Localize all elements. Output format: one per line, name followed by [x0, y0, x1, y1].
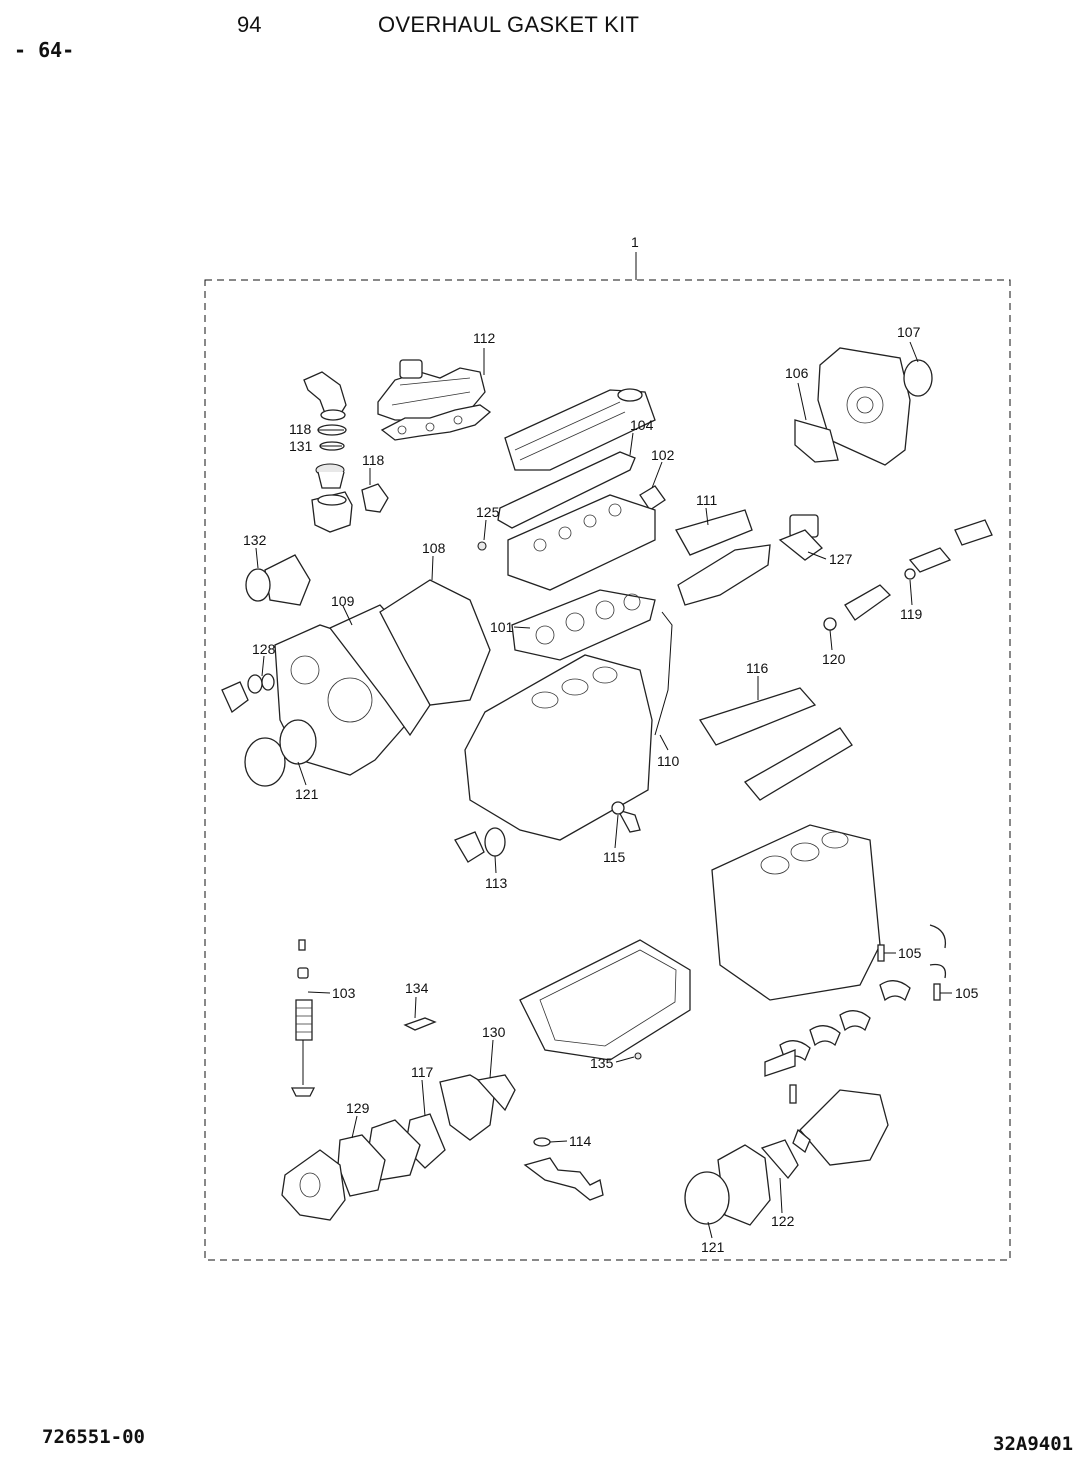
- front-oil-seal-132: [245, 554, 311, 606]
- timing-cover-plate: [684, 1139, 799, 1226]
- kit-boundary: [204, 279, 1011, 1261]
- callout-103: 103: [332, 985, 356, 1001]
- drain-plug-115: [616, 808, 641, 833]
- seal-107: [903, 359, 933, 397]
- callout-121-b: 121: [701, 1239, 725, 1255]
- water-pump-gaskets: [337, 1074, 516, 1197]
- callout-112: 112: [473, 330, 496, 346]
- bare-block: [711, 824, 881, 1001]
- fuel-injection-pump: [789, 1084, 889, 1166]
- callout-110: 110: [657, 753, 680, 769]
- callout-117: 117: [411, 1064, 434, 1080]
- callout-106: 106: [785, 365, 809, 381]
- oil-pan: [519, 939, 691, 1061]
- callouts: 112 107 106 104 118 131 118 102 125 111 …: [243, 324, 979, 1255]
- exhaust-gasket: [380, 404, 492, 441]
- head-gasket: [511, 589, 656, 661]
- document-code-right: 32A9401: [993, 1433, 1074, 1455]
- callout-105-b: 105: [955, 985, 979, 1001]
- side-cover-gaskets-116: [698, 687, 853, 801]
- oil-pressure-sender-113: [454, 827, 506, 863]
- intake-manifold: [675, 509, 819, 606]
- gasket-127: [778, 529, 823, 561]
- valve-and-spring-103: [290, 939, 316, 1097]
- page-number: 94: [237, 12, 262, 37]
- sealant-134: [403, 1017, 437, 1031]
- injector-nozzles: [844, 519, 993, 621]
- cover-plate-121: [244, 719, 317, 787]
- callout-108: 108: [422, 540, 446, 556]
- callout-122: 122: [771, 1213, 795, 1229]
- gasket-118: [361, 483, 389, 513]
- water-outlet-elbow: [303, 371, 347, 421]
- callout-130: 130: [482, 1024, 506, 1040]
- callout-135: 135: [590, 1055, 614, 1071]
- leader-lines: [255, 341, 952, 1239]
- callout-132: 132: [243, 532, 267, 548]
- callout-111: 111: [696, 492, 717, 508]
- document-code-left: 726551-00: [42, 1426, 145, 1448]
- callout-129: 129: [346, 1100, 370, 1116]
- cylinder-block: [464, 654, 653, 841]
- head-cover-gasket: [497, 451, 636, 529]
- callout-119: 119: [900, 606, 923, 622]
- thermostat-housing: [311, 491, 353, 533]
- gasket-106: [794, 419, 839, 463]
- page-side-marker: - 64-: [14, 38, 75, 62]
- callout-116: 116: [746, 660, 769, 676]
- callout-118-b: 118: [362, 452, 385, 468]
- callout-kit: 1: [631, 234, 639, 250]
- main-bearings: [764, 980, 911, 1077]
- exhaust-manifold: [377, 359, 486, 421]
- dipstick-tube-110: [654, 611, 673, 736]
- callout-114: 114: [569, 1133, 592, 1149]
- page-title: OVERHAUL GASKET KIT: [378, 12, 640, 37]
- callout-131: 131: [289, 438, 313, 454]
- water-pump-129: [281, 1149, 346, 1221]
- callout-134: 134: [405, 980, 429, 996]
- callout-102: 102: [651, 447, 675, 463]
- rear-plate: [817, 347, 911, 466]
- callout-120: 120: [822, 651, 846, 667]
- callout-107: 107: [897, 324, 921, 340]
- seal-125: [477, 541, 487, 551]
- thrust-washers-105: [877, 924, 947, 1001]
- callout-128: 128: [252, 641, 276, 657]
- callout-109: 109: [331, 593, 355, 609]
- seal-128: [221, 673, 275, 714]
- seal-120: [823, 617, 837, 631]
- callout-113: 113: [485, 875, 508, 891]
- seal-119: [904, 568, 916, 580]
- callout-115: 115: [603, 849, 626, 865]
- thermostat: [315, 463, 345, 489]
- callout-104: 104: [630, 417, 654, 433]
- cylinder-head-cover: [504, 388, 656, 471]
- callout-127: 127: [829, 551, 853, 567]
- callout-118-a: 118: [289, 421, 312, 437]
- callout-125: 125: [476, 504, 500, 520]
- gasket-102: [639, 485, 666, 511]
- seal-135: [634, 1052, 642, 1060]
- cylinder-head: [507, 494, 656, 591]
- callout-121-a: 121: [295, 786, 319, 802]
- gasket-115: [611, 801, 625, 815]
- callout-101: 101: [490, 619, 514, 635]
- callout-105-a: 105: [898, 945, 922, 961]
- gear-case-gasket-108: [379, 579, 491, 706]
- oil-strainer-114: [523, 1137, 604, 1201]
